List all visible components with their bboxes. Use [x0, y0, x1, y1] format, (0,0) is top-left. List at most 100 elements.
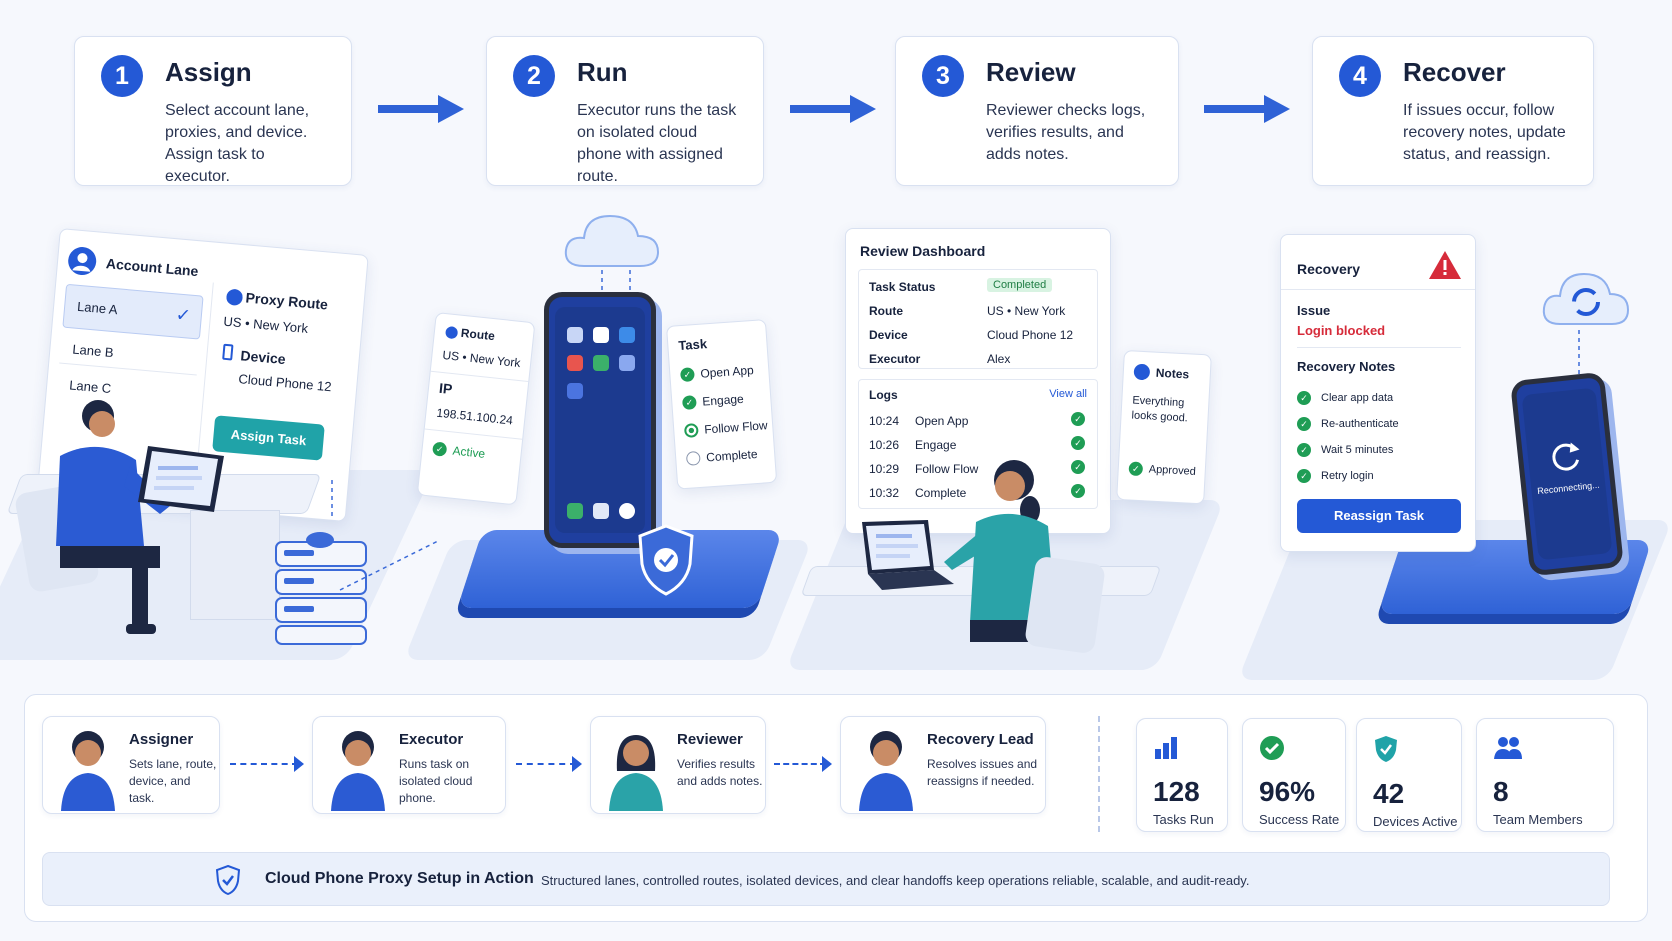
- recovery-note: Retry login: [1321, 470, 1374, 482]
- lane-label: Lane C: [68, 377, 112, 397]
- warning-icon: [1429, 251, 1461, 279]
- log-time: 10:29: [869, 462, 900, 476]
- connection-status: Active: [451, 443, 486, 461]
- refresh-icon: [1552, 442, 1580, 471]
- dashboard-title: Review Dashboard: [860, 243, 986, 259]
- in-progress-icon: [683, 423, 699, 438]
- arrow-right-icon: [1204, 95, 1290, 123]
- bar-chart-icon: [1155, 737, 1177, 759]
- stat-value: 96%: [1259, 776, 1316, 807]
- shield-check-icon: [215, 865, 241, 895]
- task-panel: Task ✓ Open App ✓ Engage Follow Flow Com…: [666, 319, 778, 490]
- summary-value: US • New York: [987, 304, 1066, 318]
- server-stack-icon: [275, 532, 367, 645]
- approved-label: Approved: [1148, 463, 1197, 478]
- step-title: Review: [986, 57, 1076, 87]
- phone-screen: Reconnecting...: [1521, 387, 1613, 561]
- account-lane-title: Account Lane: [105, 255, 200, 280]
- chat-icon: [1133, 363, 1151, 381]
- task-title: Task: [677, 336, 708, 354]
- stat-value: 42: [1373, 778, 1405, 809]
- log-time: 10:26: [869, 438, 900, 452]
- view-all-link[interactable]: View all: [1049, 388, 1087, 400]
- stat-label: Team Members: [1493, 812, 1583, 827]
- desk-cabinet: [190, 510, 280, 620]
- notes-panel: Notes Everything looks good. ✓ Approved: [1116, 350, 1212, 505]
- role-description: Runs task on isolated cloud phone.: [399, 757, 473, 805]
- laptop-icon: [138, 446, 224, 512]
- device-value: Cloud Phone 12: [237, 371, 333, 395]
- check-circle-icon: ✓: [1071, 484, 1085, 498]
- chair: [1024, 555, 1106, 655]
- checkmark-icon: ✓: [174, 304, 192, 326]
- check-circle-icon: ✓: [1297, 391, 1311, 405]
- app-icon: [619, 503, 635, 519]
- cloud-sync-icon: [1542, 272, 1630, 325]
- recovery-note: Clear app data: [1321, 392, 1394, 404]
- stat-devices-active: 42 Devices Active: [1356, 718, 1462, 832]
- app-icon: [567, 327, 583, 343]
- ip-title: IP: [438, 379, 454, 398]
- check-circle-icon: ✓: [679, 367, 695, 383]
- app-icon: [619, 355, 635, 371]
- reassign-task-button[interactable]: Reassign Task: [1297, 499, 1461, 533]
- team-icon: [1494, 737, 1522, 759]
- step-number: 2: [513, 55, 555, 97]
- route-panel: ⬤ Route US • New York IP 198.51.100.24 ✓…: [416, 312, 536, 506]
- role-card-recovery-lead: Recovery Lead Resolves issues and reassi…: [840, 716, 1046, 814]
- app-icon: [567, 383, 583, 399]
- step-description: Executor runs the task on isolated cloud…: [577, 102, 737, 185]
- step-description: Reviewer checks logs, verifies results, …: [986, 102, 1146, 163]
- role-name: Recovery Lead: [927, 731, 1034, 748]
- role-card-executor: Executor Runs task on isolated cloud pho…: [312, 716, 506, 814]
- device-title: Device: [239, 347, 287, 368]
- shield-icon: [638, 524, 694, 596]
- step-card-recover: 4 Recover If issues occur, follow recove…: [1312, 36, 1594, 186]
- arrow-head-icon: [822, 756, 832, 772]
- summary-value: Cloud Phone 12: [987, 328, 1074, 342]
- role-card-reviewer: Reviewer Verifies results and adds notes…: [590, 716, 766, 814]
- lane-label: Lane B: [71, 341, 115, 361]
- log-time: 10:32: [869, 486, 900, 500]
- task-summary-table: Task Status Completed Route US • New Yor…: [858, 269, 1098, 369]
- check-circle-icon: ✓: [1071, 412, 1085, 426]
- check-circle-icon: ✓: [681, 395, 697, 411]
- assign-task-button[interactable]: Assign Task: [212, 415, 325, 461]
- app-icon: [593, 327, 609, 343]
- proxy-route-title: Proxy Route: [244, 289, 329, 313]
- log-event: Follow Flow: [915, 462, 979, 476]
- check-circle-icon: ✓: [1128, 461, 1144, 477]
- log-event: Engage: [915, 438, 957, 452]
- check-circle-icon: ✓: [1297, 417, 1311, 431]
- route-title: Route: [460, 325, 496, 344]
- connector-line: [1578, 330, 1580, 380]
- recovery-panel: Recovery Issue Login blocked Recovery No…: [1280, 234, 1476, 552]
- route-value: US • New York: [441, 347, 522, 371]
- divider: [1098, 716, 1100, 832]
- log-time: 10:24: [869, 414, 900, 428]
- arrow-right-icon: [378, 95, 464, 123]
- divider: [1281, 289, 1475, 290]
- footer-text: Structured lanes, controlled routes, iso…: [541, 873, 1250, 888]
- connector-line: [331, 480, 441, 591]
- cloud-phone-device: [544, 292, 656, 548]
- laptop-icon: [862, 520, 954, 590]
- reconnecting-status: Reconnecting...: [1536, 479, 1601, 497]
- recovery-notes-title: Recovery Notes: [1297, 359, 1396, 374]
- cloud-phone-device: Reconnecting...: [1510, 371, 1624, 577]
- app-icon: [593, 355, 609, 371]
- check-circle-icon: ✓: [1071, 460, 1085, 474]
- lane-label: Lane A: [76, 298, 119, 318]
- step-description: Select account lane, proxies, and device…: [165, 102, 310, 185]
- location-pin-icon: ⬤: [444, 324, 460, 340]
- summary-value: Alex: [987, 352, 1011, 366]
- summary-label: Device: [869, 328, 908, 342]
- stat-label: Devices Active: [1373, 814, 1458, 829]
- status-badge: Completed: [987, 278, 1053, 292]
- stat-success-rate: 96% Success Rate: [1242, 718, 1346, 832]
- logs-table: Logs View all 10:24 Open App ✓ 10:26 Eng…: [858, 379, 1098, 509]
- summary-label: Task Status: [869, 280, 936, 294]
- handoff-arrow: [516, 763, 576, 765]
- stat-label: Tasks Run: [1153, 812, 1214, 827]
- step-number: 3: [922, 55, 964, 97]
